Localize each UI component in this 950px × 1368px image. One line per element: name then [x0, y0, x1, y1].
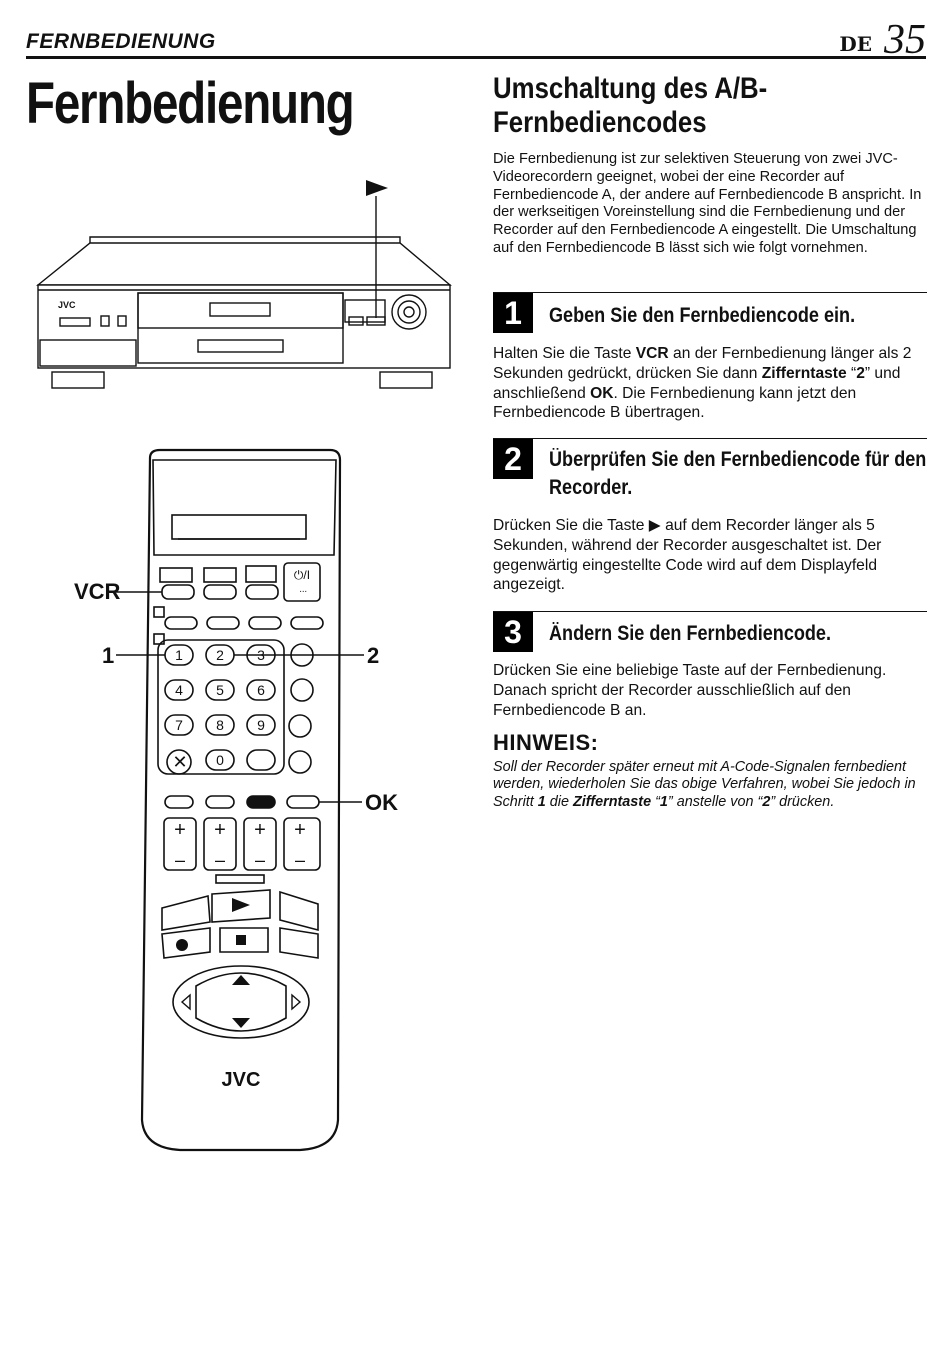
svg-text:–: –: [215, 850, 225, 870]
note-body: Soll der Recorder später erneut mit A-Co…: [493, 759, 916, 810]
svg-text:9: 9: [257, 717, 265, 733]
step-2-body: Drücken Sie die Taste ▶ auf dem Recorder…: [493, 517, 882, 594]
vcr-illustration: [36, 236, 452, 389]
svg-text:7: 7: [175, 717, 183, 733]
svg-text:✕: ✕: [172, 752, 187, 772]
step-1-title: Geben Sie den Fernbediencode ein.: [549, 304, 856, 327]
step-1-rule: [493, 292, 927, 293]
svg-text:–: –: [175, 850, 185, 870]
step-3-rule: [493, 611, 927, 612]
step-3-title: Ändern Sie den Fernbediencode.: [549, 622, 831, 645]
svg-text:1: 1: [175, 647, 183, 663]
svg-text:2: 2: [216, 647, 224, 663]
svg-text:+: +: [214, 819, 226, 841]
svg-text:ᐧᐧᐧ: ᐧᐧᐧ: [299, 587, 307, 598]
svg-text:+: +: [254, 819, 266, 841]
language-code: DE: [839, 32, 872, 56]
page-number: 35: [884, 17, 926, 63]
step-3-body: Drücken Sie eine beliebige Taste auf der…: [493, 662, 887, 719]
intro-paragraph: Die Fernbedienung ist zur selektiven Ste…: [493, 151, 922, 256]
svg-text:+: +: [294, 819, 306, 841]
svg-text:⏻/I: ⏻/I: [294, 568, 310, 582]
note-title: HINWEIS:: [493, 730, 599, 755]
section-title: FERNBEDIENUNG: [26, 30, 216, 53]
step-2-number: 2: [493, 439, 533, 479]
subsection-title: Umschaltung des A/B-Fernbediencodes: [493, 72, 768, 139]
remote-illustration: [140, 448, 342, 1152]
header-rule: [26, 56, 926, 59]
page-header: FERNBEDIENUNG DE 35: [26, 17, 926, 63]
svg-text:+: +: [174, 819, 186, 841]
callout-one: 1: [102, 643, 115, 668]
svg-text:JVC: JVC: [58, 300, 76, 310]
svg-text:–: –: [255, 850, 265, 870]
svg-text:5: 5: [216, 682, 224, 698]
remote-brand-logo: JVC: [222, 1069, 261, 1091]
svg-text:4: 4: [175, 682, 183, 698]
step-2-rule: [493, 438, 927, 439]
svg-text:6: 6: [257, 682, 265, 698]
step-1-number: 1: [493, 293, 533, 333]
svg-text:0: 0: [216, 752, 224, 768]
callout-ok: OK: [365, 790, 398, 815]
page-title: Fernbedienung: [26, 71, 355, 136]
step-2-title: Überprüfen Sie den Fernbediencode für de…: [549, 448, 927, 499]
svg-text:–: –: [295, 850, 305, 870]
step-3-number: 3: [493, 612, 533, 652]
svg-text:8: 8: [216, 717, 224, 733]
step-1-body: Halten Sie die Taste VCR an der Fernbedi…: [493, 345, 912, 422]
callout-vcr: VCR: [74, 579, 121, 604]
callout-two: 2: [367, 643, 380, 668]
